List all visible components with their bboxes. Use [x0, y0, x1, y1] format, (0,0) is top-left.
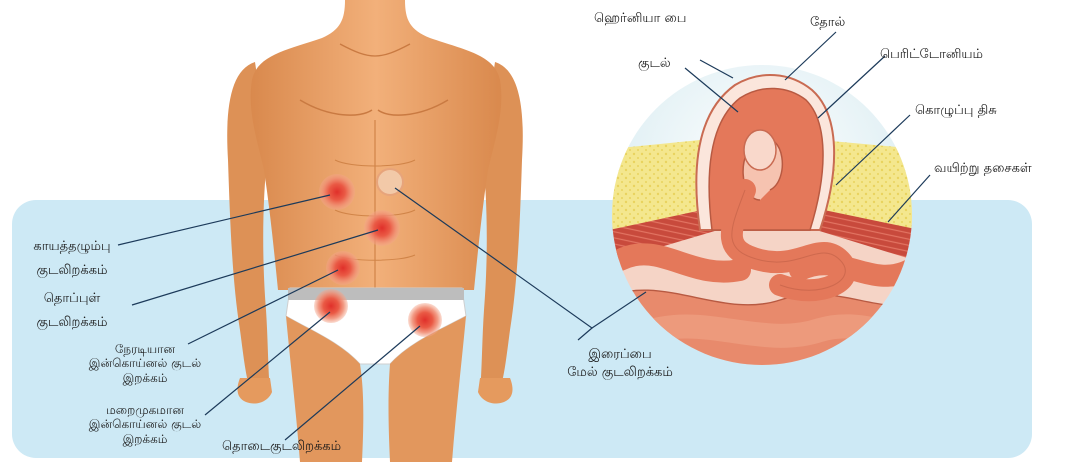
label-umbilical-line2: குடலிறக்கம் [12, 314, 132, 332]
label-direct-line1: நேரடியான [70, 342, 220, 356]
marker-incisional [319, 174, 355, 210]
label-epigastric-line1: இரைப்பை [540, 346, 700, 364]
label-umbilical-hernia: தொப்புள் குடலிறக்கம் [12, 290, 132, 331]
label-umbilical-line1: தொப்புள் [12, 290, 132, 308]
label-intestine: குடல் [638, 55, 671, 73]
label-epigastric-line2: மேல் குடலிறக்கம் [540, 364, 700, 382]
label-direct-inguinal-hernia: நேரடியான இன்கொய்னல் குடல் இறக்கம் [70, 342, 220, 385]
label-incisional-line1: காயத்தழும்பு [12, 238, 132, 256]
label-incisional-hernia: காயத்தழும்பு குடலிறக்கம் [12, 238, 132, 279]
label-indirect-line3: இறக்கம் [70, 432, 220, 446]
marker-indirect-inguinal [314, 289, 348, 323]
label-indirect-line1: மறைமுகமான [70, 403, 220, 417]
label-direct-line2: இன்கொய்னல் குடல் [70, 356, 220, 370]
label-abdominal-muscles: வயிற்று தசைகள் [934, 160, 1032, 178]
marker-umbilical [364, 210, 400, 246]
label-incisional-line2: குடலிறக்கம் [12, 262, 132, 280]
label-hernia-sac: ஹெர்னியா பை [594, 10, 686, 28]
label-direct-line3: இறக்கம் [70, 371, 220, 385]
marker-direct-inguinal [326, 251, 360, 285]
label-indirect-inguinal-hernia: மறைமுகமான இன்கொய்னல் குடல் இறக்கம் [70, 403, 220, 446]
label-epigastric-hernia: இரைப்பை மேல் குடலிறக்கம் [540, 346, 700, 381]
label-peritoneum: பெரிட்டோனியம் [880, 46, 983, 64]
label-femoral-hernia: தொடைகுடலிறக்கம் [222, 438, 341, 456]
label-fat-tissue: கொழுப்பு திசு [915, 102, 997, 120]
label-skin: தோல் [810, 14, 845, 32]
label-indirect-line2: இன்கொய்னல் குடல் [70, 417, 220, 431]
